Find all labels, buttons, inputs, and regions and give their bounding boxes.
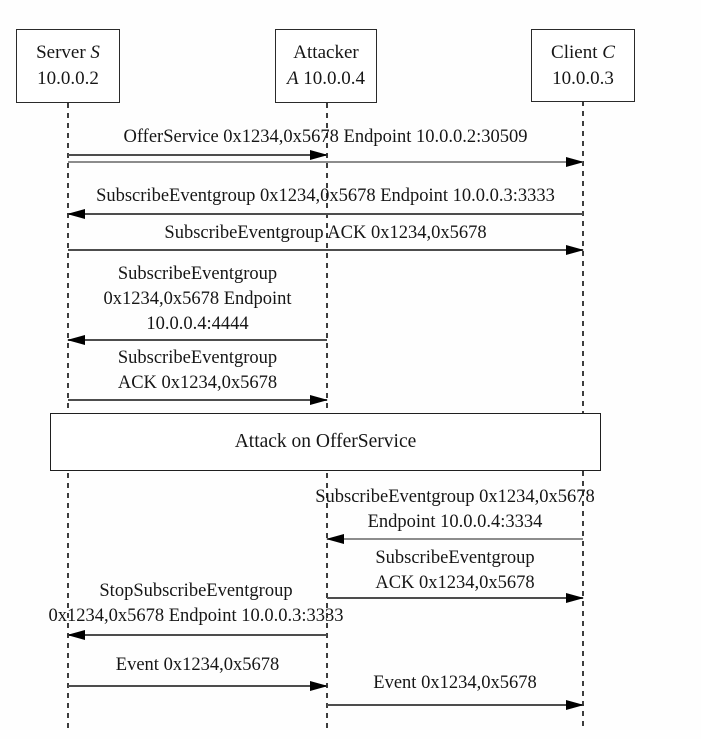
subscribe-client-arrow	[67, 209, 583, 219]
client-name: Client C	[551, 40, 615, 66]
event-attacker-arrow	[327, 700, 584, 710]
subscribe-spoofed-arrow	[326, 534, 583, 544]
arrowhead-right-icon	[566, 700, 584, 710]
subscribe-client-ack-arrow	[68, 245, 584, 255]
offerservice-label: OfferService 0x1234,0x5678 Endpoint 10.0…	[123, 127, 528, 147]
arrowhead-right-icon	[310, 681, 328, 691]
attacker-var: A	[286, 68, 299, 89]
event-server-arrow	[68, 681, 328, 691]
subscribe-attacker-ack-arrow	[68, 395, 328, 405]
server-var: S	[90, 42, 100, 63]
server-ip: 10.0.0.2	[37, 68, 99, 89]
attack-banner: Attack on OfferService	[50, 413, 601, 471]
arrowhead-left-icon	[67, 630, 85, 640]
event-attacker-label: Event 0x1234,0x5678	[373, 673, 537, 693]
arrowhead-right-icon	[310, 150, 328, 160]
stop-subscribe-arrow	[67, 630, 327, 640]
client-label: Client	[551, 41, 598, 63]
subscribe-attacker-ack-label: SubscribeEventgroup ACK 0x1234,0x5678	[117, 348, 278, 393]
subscribe-attacker-label: SubscribeEventgroup 0x1234,0x5678 Endpoi…	[103, 264, 292, 334]
actor-server: Server S 10.0.0.2	[16, 29, 120, 103]
arrowhead-left-icon	[67, 335, 85, 345]
subscribe-spoofed-label: SubscribeEventgroup 0x1234,0x5678 Endpoi…	[315, 487, 595, 532]
arrowhead-left-icon	[326, 534, 344, 544]
subscribe-client-label: SubscribeEventgroup 0x1234,0x5678 Endpoi…	[96, 186, 555, 206]
subscribe-spoofed-ack-label: SubscribeEventgroup ACK 0x1234,0x5678	[375, 548, 535, 593]
client-ip: 10.0.0.3	[552, 67, 614, 89]
attacker-ip: 10.0.0.4	[303, 68, 366, 89]
client-var: C	[602, 41, 615, 63]
stop-subscribe-label: StopSubscribeEventgroup 0x1234,0x5678 En…	[48, 581, 344, 626]
event-server-label: Event 0x1234,0x5678	[115, 655, 280, 675]
subscribe-spoofed-ack-arrow	[327, 593, 584, 603]
attack-banner-label: Attack on OfferService	[234, 431, 417, 452]
arrowhead-right-icon	[310, 395, 328, 405]
arrowhead-left-icon	[67, 209, 85, 219]
arrowhead-right-icon	[566, 593, 584, 603]
attacker-name: Attacker	[293, 42, 359, 63]
offerservice-arrow-to-attacker	[68, 150, 328, 160]
subscribe-client-ack-label: SubscribeEventgroup ACK 0x1234,0x5678	[164, 223, 487, 243]
actor-client: Client C 10.0.0.3	[531, 29, 635, 102]
server-label: Server	[36, 42, 86, 63]
server-name: Server S	[36, 40, 100, 66]
attacker-id: A 10.0.0.4	[287, 66, 365, 92]
arrowhead-right-icon	[566, 245, 584, 255]
actor-attacker: Attacker A 10.0.0.4	[275, 29, 377, 103]
subscribe-attacker-arrow	[67, 335, 327, 345]
arrowhead-right-icon	[566, 157, 584, 167]
offerservice-arrow-to-client	[68, 157, 584, 167]
